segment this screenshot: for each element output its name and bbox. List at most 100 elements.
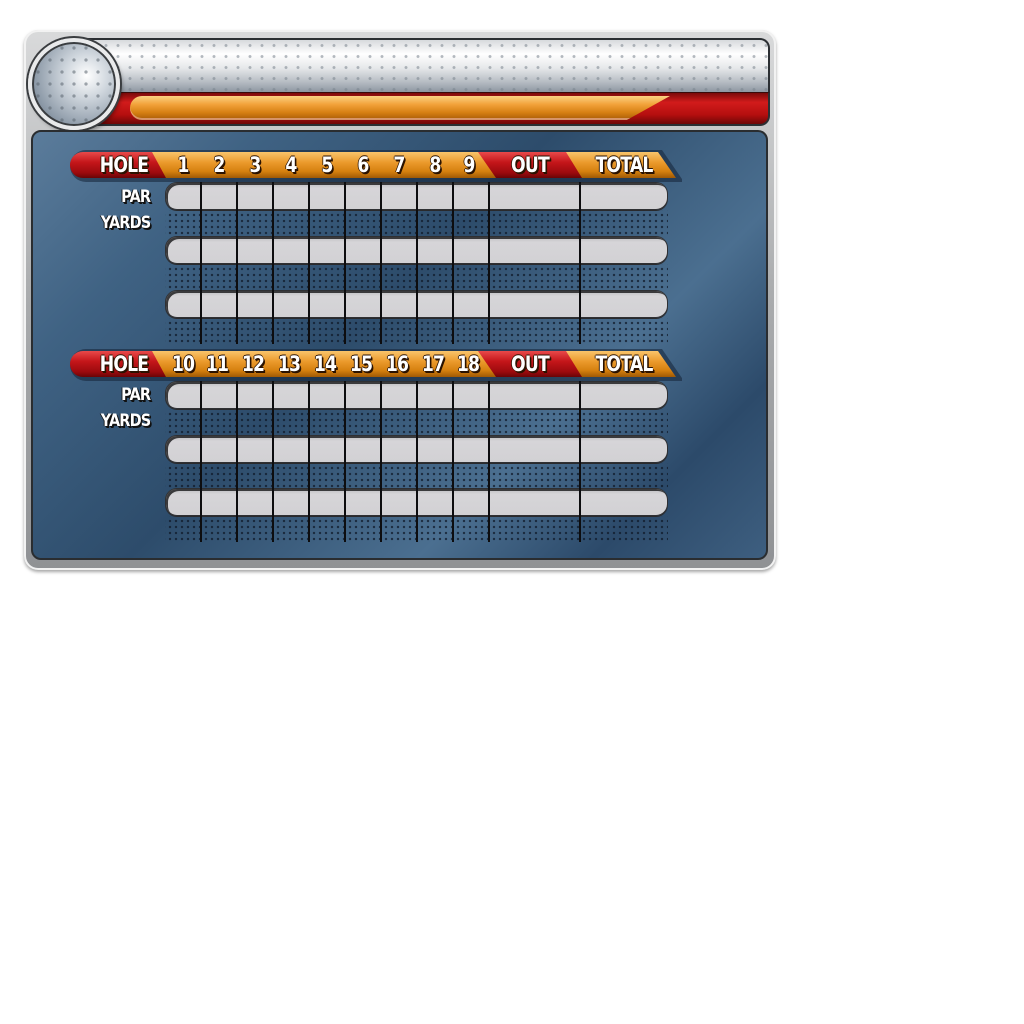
score-cell[interactable] — [272, 435, 308, 489]
score-cell[interactable] — [416, 435, 452, 489]
score-cell[interactable] — [452, 381, 488, 435]
hole-number: 2 — [213, 153, 225, 177]
total-cell[interactable] — [579, 236, 668, 290]
title-text-bar — [130, 96, 670, 120]
score-cell[interactable] — [272, 182, 308, 236]
score-cell[interactable] — [200, 435, 236, 489]
header-orange-band — [140, 152, 676, 178]
score-cell[interactable] — [416, 488, 452, 542]
hole-number: 5 — [321, 153, 333, 177]
score-cell[interactable] — [165, 381, 200, 435]
out-cell[interactable] — [488, 381, 579, 435]
score-cell[interactable] — [344, 236, 380, 290]
out-cell[interactable] — [488, 182, 579, 236]
score-cell[interactable] — [380, 435, 416, 489]
score-cell[interactable] — [380, 182, 416, 236]
score-cell[interactable] — [165, 435, 200, 489]
hole-number: 3 — [249, 153, 261, 177]
golf-ball-icon — [28, 38, 120, 130]
score-cell[interactable] — [236, 290, 272, 344]
back-nine-section: HOLE 10 11 12 13 14 15 16 17 18 OUT TOTA… — [70, 349, 682, 544]
score-cell[interactable] — [236, 381, 272, 435]
score-row — [165, 488, 668, 542]
total-cell[interactable] — [579, 381, 668, 435]
hole-number: 8 — [429, 153, 441, 177]
hole-number: 18 — [456, 352, 480, 376]
score-cell[interactable] — [200, 236, 236, 290]
score-cell[interactable] — [380, 236, 416, 290]
score-cell[interactable] — [200, 488, 236, 542]
hole-number: 14 — [313, 352, 337, 376]
score-cell[interactable] — [236, 488, 272, 542]
score-cell[interactable] — [308, 236, 344, 290]
score-cell[interactable] — [416, 290, 452, 344]
score-cell[interactable] — [165, 290, 200, 344]
score-cell[interactable] — [416, 381, 452, 435]
hole-number: 13 — [277, 352, 301, 376]
score-cell[interactable] — [344, 381, 380, 435]
header-out-band — [478, 152, 582, 178]
score-cell[interactable] — [416, 182, 452, 236]
score-cell[interactable] — [380, 381, 416, 435]
hole-number: 4 — [285, 153, 297, 177]
score-cell[interactable] — [452, 488, 488, 542]
score-cell[interactable] — [344, 182, 380, 236]
score-cell[interactable] — [200, 182, 236, 236]
score-cell[interactable] — [272, 290, 308, 344]
score-cell[interactable] — [272, 381, 308, 435]
total-label: TOTAL — [595, 352, 653, 376]
score-cell[interactable] — [272, 488, 308, 542]
score-cell[interactable] — [236, 182, 272, 236]
score-cell[interactable] — [452, 435, 488, 489]
score-cell[interactable] — [236, 236, 272, 290]
hole-label: HOLE — [99, 153, 149, 177]
yards-label: YARDS — [100, 411, 150, 431]
hole-number: 7 — [393, 153, 405, 177]
hole-label: HOLE — [99, 352, 149, 376]
hole-number: 1 — [177, 153, 189, 177]
back-nine-header: HOLE 10 11 12 13 14 15 16 17 18 OUT TOTA… — [70, 349, 682, 381]
score-row — [165, 182, 668, 236]
total-cell[interactable] — [579, 435, 668, 489]
score-cell[interactable] — [165, 182, 200, 236]
score-cell[interactable] — [308, 290, 344, 344]
score-cell[interactable] — [308, 381, 344, 435]
score-cell[interactable] — [452, 182, 488, 236]
total-label: TOTAL — [595, 153, 653, 177]
score-cell[interactable] — [308, 182, 344, 236]
total-cell[interactable] — [579, 488, 668, 542]
hole-number: 9 — [463, 153, 475, 177]
par-label: PAR — [120, 187, 151, 207]
header-hole-band — [70, 351, 166, 377]
score-cell[interactable] — [344, 488, 380, 542]
score-cell[interactable] — [308, 488, 344, 542]
header-out-band — [478, 351, 582, 377]
score-cell[interactable] — [272, 236, 308, 290]
score-cell[interactable] — [200, 290, 236, 344]
score-cell[interactable] — [165, 236, 200, 290]
total-cell[interactable] — [579, 182, 668, 236]
score-cell[interactable] — [380, 488, 416, 542]
score-cell[interactable] — [236, 435, 272, 489]
hole-number: 11 — [205, 352, 229, 376]
score-cell[interactable] — [380, 290, 416, 344]
score-row — [165, 236, 668, 290]
score-cell[interactable] — [416, 236, 452, 290]
hole-number: 15 — [349, 352, 373, 376]
total-cell[interactable] — [579, 290, 668, 344]
out-cell[interactable] — [488, 488, 579, 542]
hole-number: 16 — [385, 352, 409, 376]
score-cell[interactable] — [344, 290, 380, 344]
score-cell[interactable] — [452, 290, 488, 344]
out-cell[interactable] — [488, 435, 579, 489]
score-cell[interactable] — [452, 236, 488, 290]
score-row — [165, 435, 668, 489]
score-cell[interactable] — [165, 488, 200, 542]
score-cell[interactable] — [200, 381, 236, 435]
header-hole-band — [70, 152, 166, 178]
score-cell[interactable] — [344, 435, 380, 489]
score-cell[interactable] — [308, 435, 344, 489]
out-cell[interactable] — [488, 290, 579, 344]
out-cell[interactable] — [488, 236, 579, 290]
header-orange-band — [140, 351, 676, 377]
